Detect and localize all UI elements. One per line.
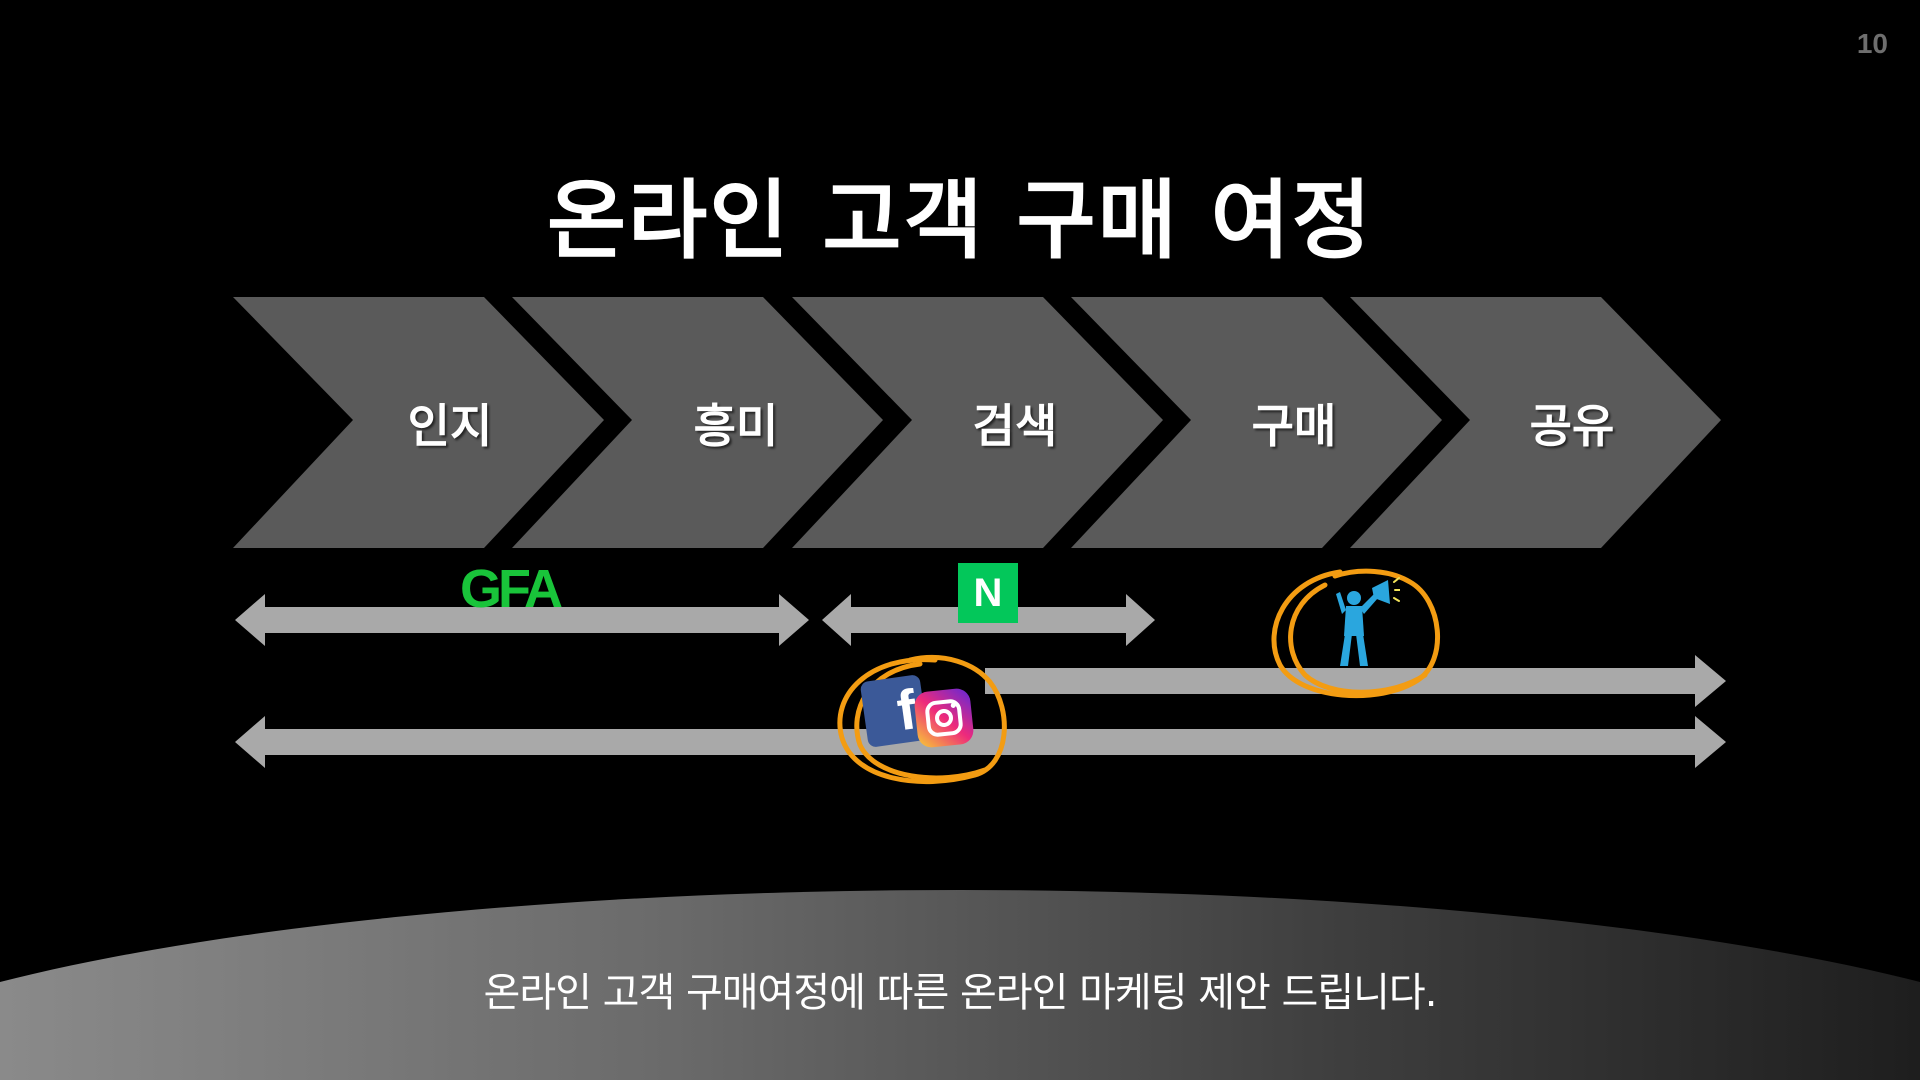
social-media-icons: f: [859, 674, 980, 760]
social-double-arrow: [235, 716, 1726, 768]
stage-label-awareness: 인지: [407, 399, 493, 453]
chevron-stage-5: [1350, 297, 1721, 548]
stage-label-interest: 흥미: [693, 399, 779, 453]
chevron-stage-2: [512, 297, 883, 548]
stage-label-search: 검색: [972, 399, 1058, 453]
chevron-stage-3: [792, 297, 1163, 548]
footer-caption: 온라인 고객 구매여정에 따른 온라인 마케팅 제안 드립니다.: [483, 970, 1438, 1016]
instagram-icon: [913, 687, 975, 749]
chevron-stage-1: [233, 297, 604, 548]
naver-logo-icon: N: [958, 563, 1018, 623]
gfa-double-arrow: [235, 594, 809, 646]
page-number: 10: [1856, 28, 1888, 59]
chevron-stage-4: [1071, 297, 1442, 548]
promotion-arrow: [985, 655, 1726, 707]
stage-label-share: 공유: [1529, 399, 1615, 453]
promotion-highlight-circle: [1271, 568, 1440, 699]
slide-title: 온라인 고객 구매 여정: [547, 171, 1373, 271]
stage-label-purchase: 구매: [1251, 399, 1337, 453]
megaphone-person-icon: [1336, 577, 1400, 666]
gfa-logo: GFA: [460, 559, 563, 619]
